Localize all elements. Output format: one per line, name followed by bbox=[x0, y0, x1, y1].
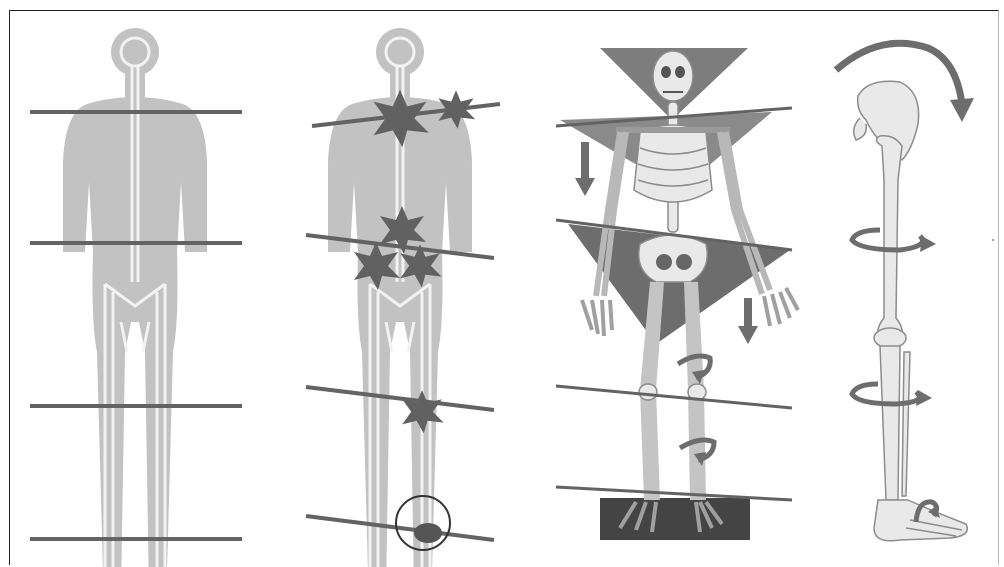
skull bbox=[653, 51, 693, 101]
ribcage bbox=[634, 125, 712, 202]
down-arrow-icon bbox=[575, 142, 595, 196]
ground-block bbox=[600, 498, 750, 540]
leg-bones bbox=[854, 81, 968, 541]
fibula bbox=[902, 352, 910, 496]
body-silhouette bbox=[63, 28, 207, 567]
femur bbox=[876, 136, 902, 340]
panel-3 bbox=[556, 48, 798, 540]
speck bbox=[992, 239, 994, 241]
down-arrow-icon bbox=[738, 298, 758, 344]
pelvis bbox=[639, 235, 708, 282]
panel-1 bbox=[30, 28, 242, 567]
panel-4 bbox=[836, 43, 994, 541]
panel-2 bbox=[306, 28, 500, 567]
tibia bbox=[880, 346, 900, 500]
pain-star-icon bbox=[402, 390, 443, 433]
